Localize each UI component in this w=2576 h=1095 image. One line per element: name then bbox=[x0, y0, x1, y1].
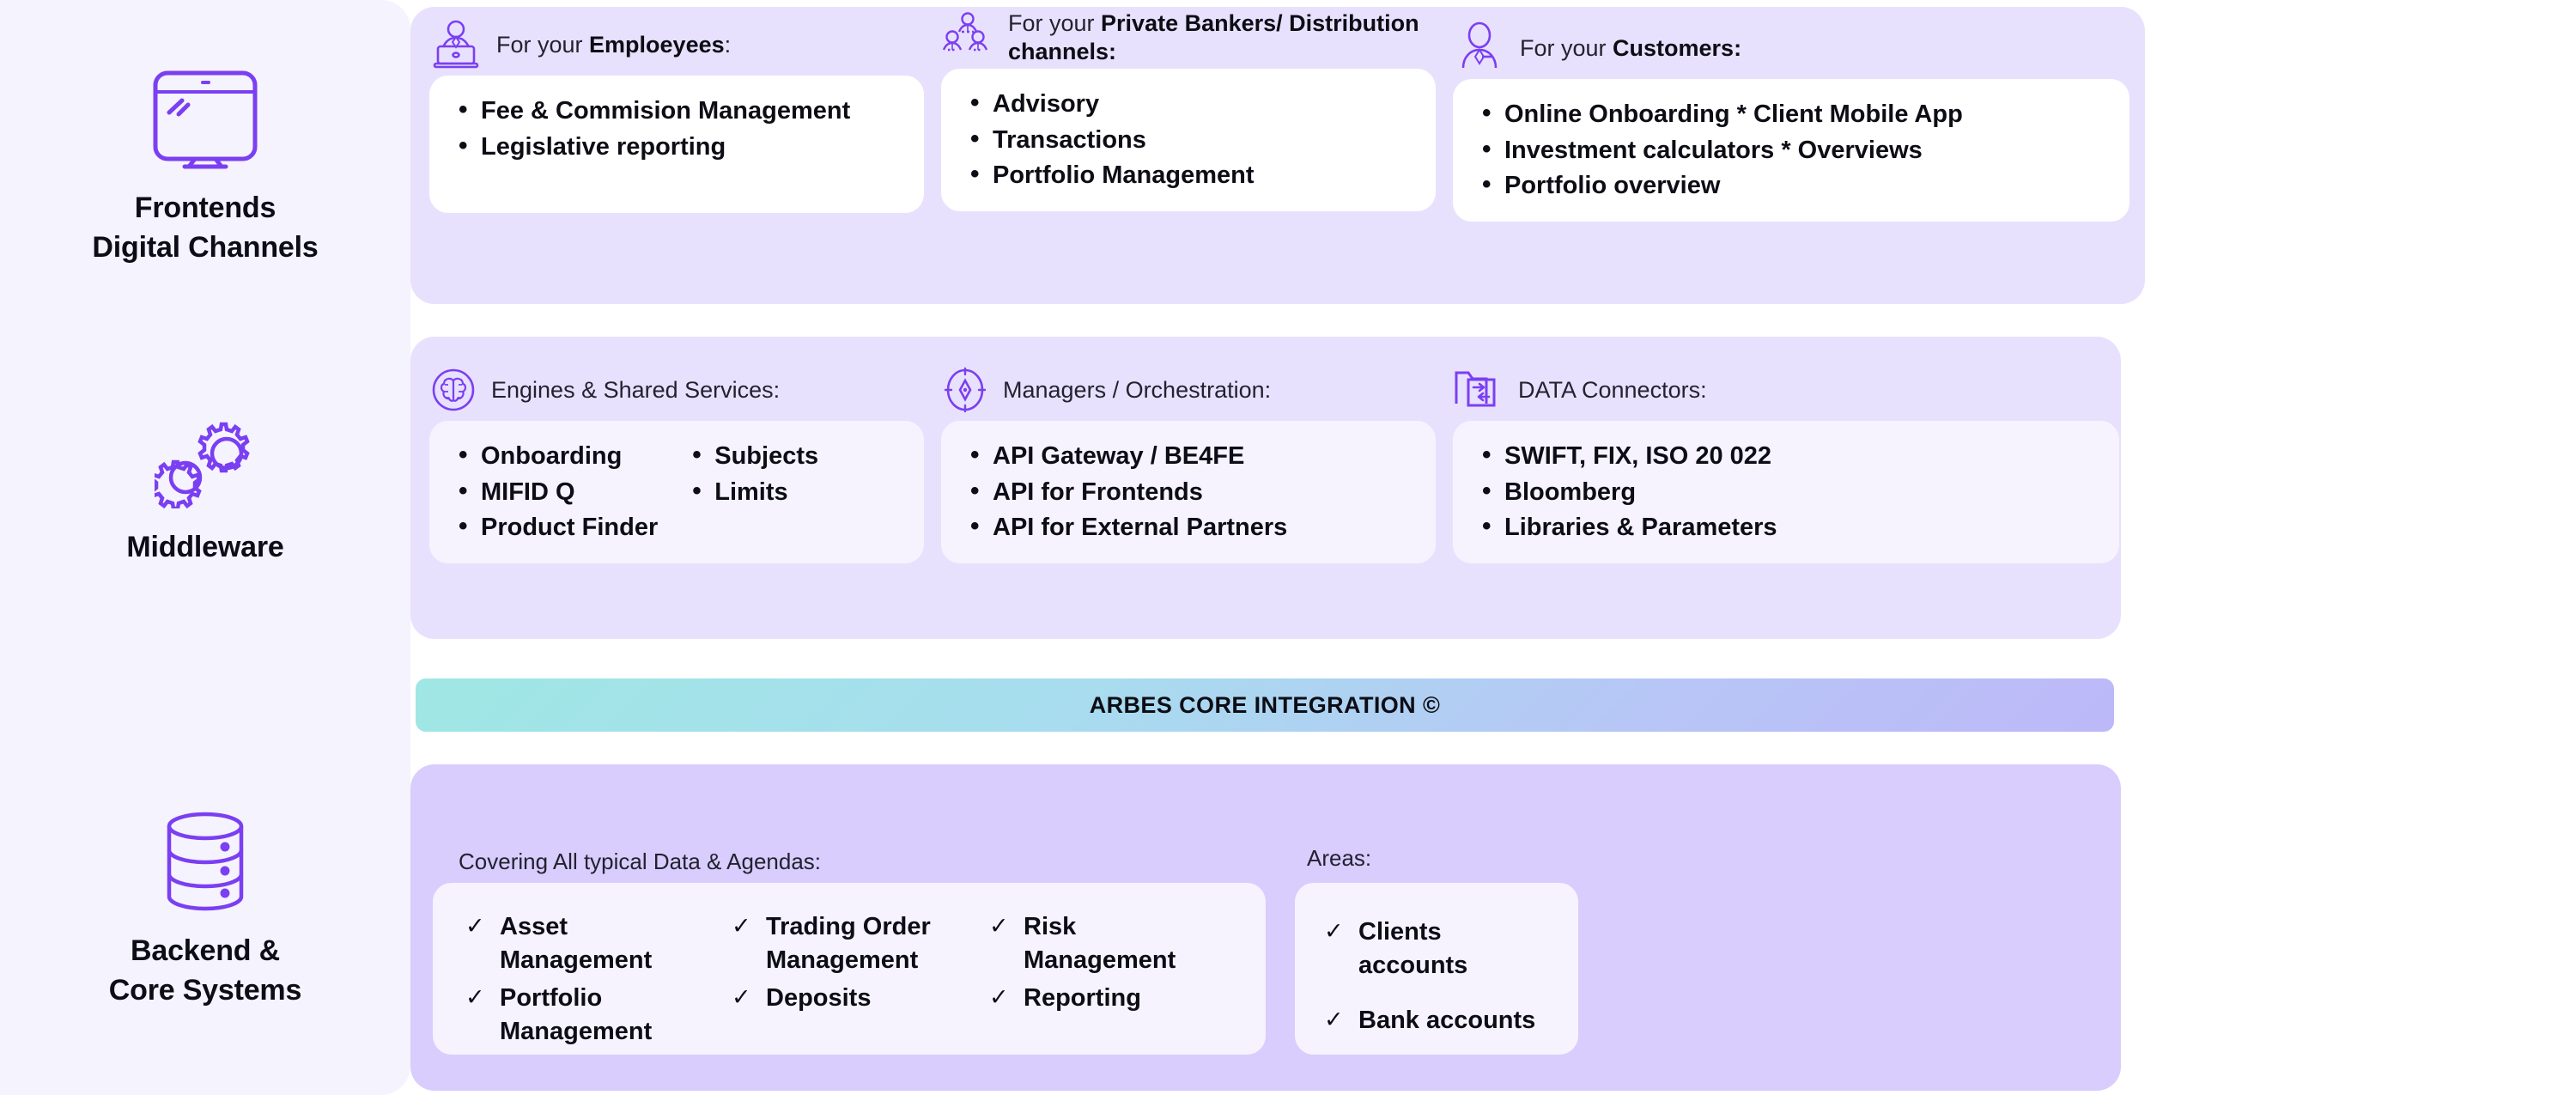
card-agendas: Asset Management Portfolio Management Tr… bbox=[433, 883, 1266, 1055]
list-item: Portfolio Management bbox=[462, 982, 720, 1049]
list-item: SWIFT, FIX, ISO 20 022 bbox=[1477, 438, 2095, 473]
head-strong: Customers: bbox=[1613, 34, 1742, 61]
sidebar-item-frontends[interactable]: Frontends Digital Channels bbox=[0, 34, 410, 301]
list-item: API Gateway / BE4FE bbox=[965, 438, 1412, 473]
areas-label: Areas: bbox=[1307, 845, 1372, 871]
list-item: API for Frontends bbox=[965, 474, 1412, 509]
list-item: Online Onboarding * Client Mobile App bbox=[1477, 96, 2105, 131]
arbes-core-integration-label: ARBES CORE INTEGRATION © bbox=[1089, 691, 1441, 718]
card-employees: Fee & Commision Management Legislative r… bbox=[429, 76, 924, 213]
list-engines-col1: Onboarding MIFID Q Product Finder bbox=[453, 438, 658, 544]
list-item: Bank accounts bbox=[1321, 1004, 1552, 1037]
list-item: Risk Management bbox=[986, 910, 1200, 978]
card-customers: Online Onboarding * Client Mobile App In… bbox=[1453, 79, 2129, 222]
sidebar-item-frontends-label: Frontends Digital Channels bbox=[92, 189, 318, 268]
card-bankers: Advisory Transactions Portfolio Manageme… bbox=[941, 69, 1436, 211]
sidebar-item-middleware[interactable]: Middleware bbox=[0, 361, 410, 618]
list-item: Trading Order Management bbox=[728, 910, 977, 978]
list-item: Bloomberg bbox=[1477, 474, 2095, 509]
list-item: MIFID Q bbox=[453, 474, 658, 509]
group-managers-title: Managers / Orchestration: bbox=[1003, 376, 1272, 403]
list-item: Limits bbox=[687, 474, 818, 509]
list-item: Subjects bbox=[687, 438, 818, 473]
list-engines-col2: Subjects Limits bbox=[687, 438, 818, 544]
group-engines: Engines & Shared Services: Onboarding MI… bbox=[429, 359, 924, 563]
group-employees: For your Emploeyees: Fee & Commision Man… bbox=[429, 14, 924, 213]
card-areas: Clients accounts Bank accounts bbox=[1295, 883, 1578, 1055]
list-item: Deposits bbox=[728, 982, 977, 1015]
head-strong: Emploeyees bbox=[589, 31, 725, 58]
list-item: Advisory bbox=[965, 86, 1412, 121]
group-employees-title: For your Emploeyees: bbox=[496, 31, 731, 59]
gears-icon bbox=[149, 412, 256, 513]
card-managers: API Gateway / BE4FE API for Frontends AP… bbox=[941, 421, 1436, 563]
list-item: Portfolio overview bbox=[1477, 167, 2105, 203]
diagram-content: For your Emploeyees: Fee & Commision Man… bbox=[410, 0, 2576, 1095]
head-suffix: : bbox=[724, 31, 732, 58]
group-managers: Managers / Orchestration: API Gateway / … bbox=[941, 359, 1436, 563]
layer-sidebar: Frontends Digital Channels Middleware bbox=[0, 0, 410, 1095]
sidebar-item-backend-label: Backend & Core Systems bbox=[108, 932, 302, 1011]
group-bankers-header: For your Private Bankers/ Distribution c… bbox=[941, 7, 1436, 69]
person-laptop-icon bbox=[429, 18, 483, 71]
list-connectors: SWIFT, FIX, ISO 20 022 Bloomberg Librari… bbox=[1477, 438, 2095, 544]
compass-icon bbox=[941, 366, 989, 414]
list-item: Onboarding bbox=[453, 438, 658, 473]
database-icon bbox=[160, 811, 251, 916]
list-agendas-col2: Trading Order Management Deposits bbox=[728, 910, 977, 1027]
list-item: Transactions bbox=[965, 122, 1412, 157]
group-engines-title: Engines & Shared Services: bbox=[491, 376, 781, 403]
group-engines-header: Engines & Shared Services: bbox=[429, 359, 924, 421]
list-item: Legislative reporting bbox=[453, 129, 900, 164]
list-item: Libraries & Parameters bbox=[1477, 509, 2095, 544]
sidebar-label-line1-backend: Backend & bbox=[131, 934, 280, 967]
backend-content: Covering All typical Data & Agendas: Are… bbox=[410, 764, 2121, 1091]
group-bankers-title: For your Private Bankers/ Distribution c… bbox=[1008, 9, 1436, 66]
list-bankers: Advisory Transactions Portfolio Manageme… bbox=[965, 86, 1412, 192]
list-customers: Online Onboarding * Client Mobile App In… bbox=[1477, 96, 2105, 203]
list-item: Product Finder bbox=[453, 509, 658, 544]
list-item: Investment calculators * Overviews bbox=[1477, 132, 2105, 167]
agendas-label: Covering All typical Data & Agendas: bbox=[459, 849, 822, 874]
group-customers-title: For your Customers: bbox=[1520, 34, 1741, 63]
arbes-core-integration-banner: ARBES CORE INTEGRATION © bbox=[416, 678, 2114, 732]
group-managers-header: Managers / Orchestration: bbox=[941, 359, 1436, 421]
head-strong: Private Bankers/ Distribution channels: bbox=[1008, 10, 1419, 64]
list-areas: Clients accounts Bank accounts bbox=[1321, 916, 1552, 1037]
list-managers: API Gateway / BE4FE API for Frontends AP… bbox=[965, 438, 1412, 544]
sidebar-label-line2-backend: Core Systems bbox=[108, 973, 302, 1007]
sidebar-label-line2: Digital Channels bbox=[92, 230, 319, 264]
group-connectors-title: DATA Connectors: bbox=[1518, 376, 1707, 403]
list-employees: Fee & Commision Management Legislative r… bbox=[453, 93, 900, 164]
sidebar-label-line1: Frontends bbox=[134, 191, 276, 224]
engines-columns: Onboarding MIFID Q Product Finder Subjec… bbox=[453, 438, 900, 544]
list-agendas-col3: Risk Management Reporting bbox=[986, 910, 1200, 1027]
group-bankers: For your Private Bankers/ Distribution c… bbox=[941, 7, 1436, 211]
head-prefix: For your bbox=[496, 31, 590, 58]
group-customers: For your Customers: Online Onboarding * … bbox=[1453, 17, 2129, 222]
group-customers-header: For your Customers: bbox=[1453, 17, 2129, 79]
list-agendas-col1: Asset Management Portfolio Management bbox=[462, 910, 720, 1045]
head-prefix: For your bbox=[1520, 34, 1613, 61]
data-connector-icon bbox=[1453, 366, 1504, 414]
group-data-connectors: DATA Connectors: SWIFT, FIX, ISO 20 022 … bbox=[1453, 359, 2119, 563]
head-prefix: For your bbox=[1008, 10, 1102, 37]
people-group-icon bbox=[941, 11, 994, 64]
brain-icon bbox=[429, 366, 477, 414]
list-item: Clients accounts bbox=[1321, 916, 1552, 983]
sidebar-item-backend[interactable]: Backend & Core Systems bbox=[0, 773, 410, 1048]
list-item: Reporting bbox=[986, 982, 1200, 1015]
list-item: Portfolio Management bbox=[965, 157, 1412, 192]
list-item: Asset Management bbox=[462, 910, 720, 978]
card-connectors: SWIFT, FIX, ISO 20 022 Bloomberg Librari… bbox=[1453, 421, 2119, 563]
list-item: Fee & Commision Management bbox=[453, 93, 900, 128]
group-employees-header: For your Emploeyees: bbox=[429, 14, 924, 76]
list-item: API for External Partners bbox=[965, 509, 1412, 544]
card-engines: Onboarding MIFID Q Product Finder Subjec… bbox=[429, 421, 924, 563]
monitor-icon bbox=[150, 68, 260, 173]
group-connectors-header: DATA Connectors: bbox=[1453, 359, 2119, 421]
sidebar-item-middleware-label: Middleware bbox=[126, 530, 284, 563]
person-icon bbox=[1453, 21, 1506, 75]
